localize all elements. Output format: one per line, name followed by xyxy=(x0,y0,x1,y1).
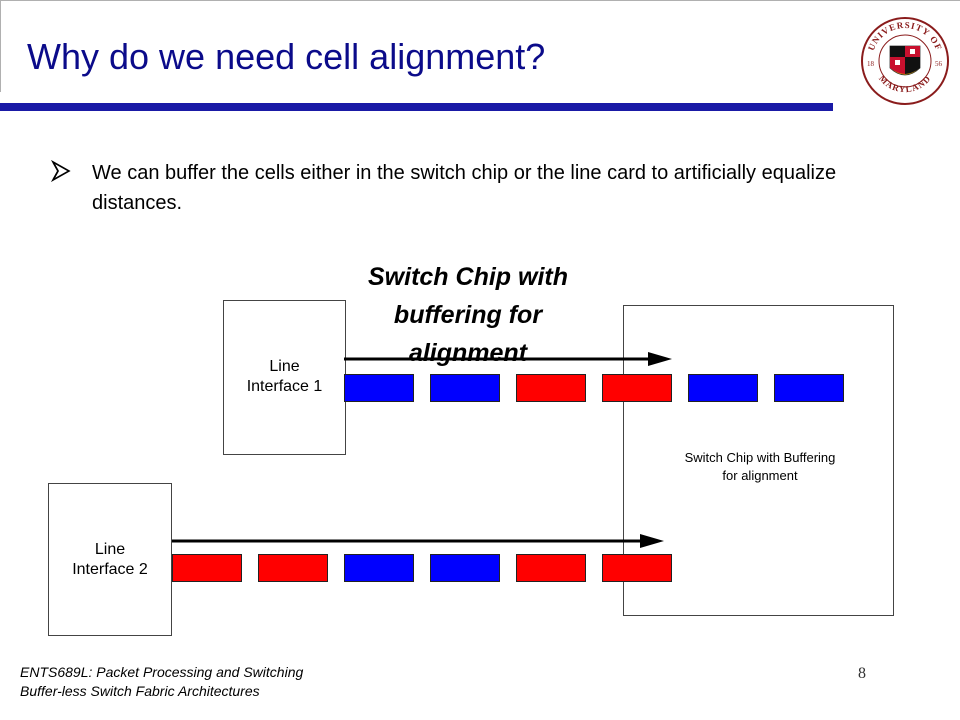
switch-chip-label: Switch Chip with Buffering for alignment xyxy=(640,449,880,485)
switch-chip-label-line1: Switch Chip with Buffering xyxy=(684,450,836,465)
cell-blue xyxy=(344,374,414,402)
line-interface-1-box xyxy=(223,300,346,455)
diagram-caption-line1: Switch Chip with xyxy=(368,263,568,291)
cell-blue xyxy=(344,554,414,582)
diagram-caption-line3: alignment xyxy=(408,339,528,367)
cell-red xyxy=(516,554,586,582)
line-interface-2-label-line2: Interface 2 xyxy=(72,561,148,578)
cell-red xyxy=(172,554,242,582)
line-interface-1-label: Line Interface 1 xyxy=(223,357,346,397)
cell-blue xyxy=(430,374,500,402)
diagram-caption-line2: buffering for xyxy=(393,301,543,329)
arrow-row-2 xyxy=(172,534,664,548)
logo-year-left: 18 xyxy=(867,60,875,68)
slide-title: Why do we need cell alignment? xyxy=(27,36,546,77)
cell-red xyxy=(602,554,672,582)
diagram-caption: Switch Chip with buffering for alignment xyxy=(320,258,616,372)
line-interface-1-label-line1: Line xyxy=(269,358,300,375)
page-number: 8 xyxy=(858,665,866,682)
line-interface-2-box xyxy=(48,483,172,636)
logo-year-right: 56 xyxy=(935,60,943,68)
bullet-text: We can buffer the cells either in the sw… xyxy=(92,162,837,214)
footer: ENTS689L: Packet Processing and Switchin… xyxy=(20,663,303,701)
title-underline xyxy=(0,103,833,111)
maryland-flag-shield-icon xyxy=(889,45,921,76)
footer-lecture-title: Buffer-less Switch Fabric Architectures xyxy=(20,683,260,699)
cell-red xyxy=(258,554,328,582)
line-interface-1-label-line2: Interface 1 xyxy=(246,378,323,395)
cell-red xyxy=(516,374,586,402)
cell-blue xyxy=(774,374,844,402)
slide-frame-left xyxy=(0,0,1,92)
cell-blue xyxy=(688,374,758,402)
line-interface-2-label-line1: Line xyxy=(94,541,126,558)
switch-chip-label-line2: for alignment xyxy=(722,468,798,483)
cell-blue xyxy=(430,554,500,582)
university-seal-logo: UNIVERSITY OF MARYLAND 18 56 xyxy=(861,17,949,105)
slide-frame-top xyxy=(0,0,960,1)
footer-course-title: ENTS689L: Packet Processing and Switchin… xyxy=(20,664,304,680)
arrow-bullet-icon xyxy=(50,160,71,182)
line-interface-2-label: Line Interface 2 xyxy=(48,540,172,580)
cell-red xyxy=(602,374,672,402)
